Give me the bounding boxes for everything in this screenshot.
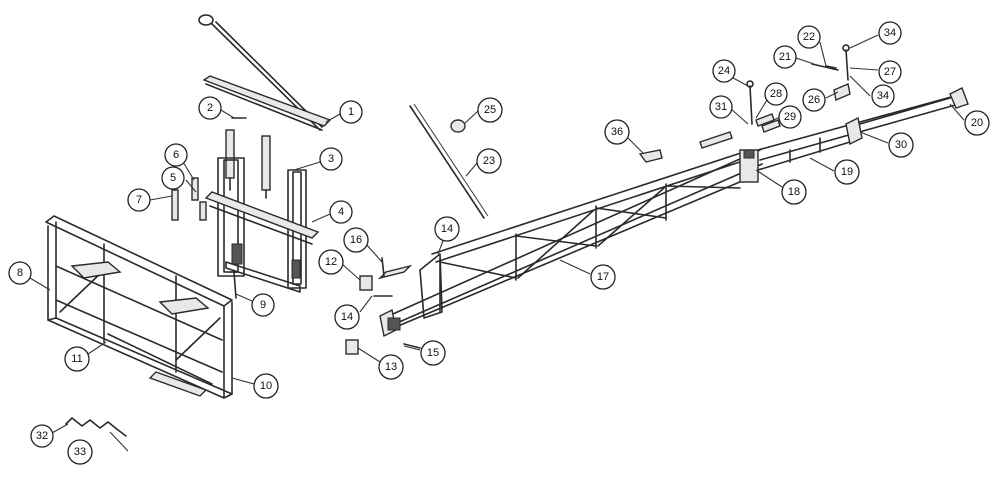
leader-lines (29, 34, 965, 452)
callout-label: 8 (17, 267, 23, 279)
callout-label: 30 (895, 139, 907, 151)
callout-label: 27 (884, 66, 896, 78)
callout-6: 6 (164, 143, 188, 167)
callout-label: 16 (350, 234, 362, 246)
callout-29: 29 (778, 105, 802, 129)
callout-label: 13 (385, 361, 397, 373)
callout-7: 7 (127, 188, 151, 212)
boom-truss (379, 149, 763, 338)
callout-33: 33 (67, 439, 93, 465)
callout-label: 12 (325, 256, 337, 268)
bottom-cylinder (148, 371, 208, 397)
callout-27: 27 (878, 60, 902, 84)
bolt-part (229, 271, 239, 299)
callout-label: 26 (808, 94, 820, 106)
cylinder-pair (225, 129, 271, 199)
callout-label: 24 (718, 65, 730, 77)
callout-label: 21 (779, 51, 791, 63)
callout-30: 30 (888, 132, 914, 158)
callout-label: 29 (784, 111, 796, 123)
callout-26: 26 (802, 88, 826, 112)
callout-label: 9 (260, 299, 266, 311)
callout-9: 9 (251, 293, 275, 317)
callout-label: 31 (715, 101, 727, 113)
callout-label: 34 (884, 27, 896, 39)
callout-label: 4 (338, 206, 344, 218)
callout-14-lower: 14 (334, 304, 360, 330)
callout-32: 32 (30, 424, 54, 448)
callout-label: 22 (803, 31, 815, 43)
callouts: 1 2 3 4 5 6 7 8 9 10 11 12 13 14 14 15 1… (8, 21, 990, 465)
callout-label: 15 (427, 347, 439, 359)
callout-8: 8 (8, 261, 32, 285)
callout-label: 23 (483, 155, 495, 167)
callout-11: 11 (64, 346, 90, 372)
callout-label: 17 (597, 271, 609, 283)
callout-23: 23 (476, 148, 502, 174)
callout-label: 33 (74, 446, 86, 458)
callout-22: 22 (797, 25, 821, 49)
callout-16: 16 (343, 227, 369, 253)
callout-label: 20 (971, 117, 983, 129)
callout-label: 1 (348, 106, 354, 118)
callout-15: 15 (420, 340, 446, 366)
carrier-frame (45, 215, 233, 399)
callout-label: 14 (441, 223, 453, 235)
callout-3: 3 (319, 147, 343, 171)
callout-label: 18 (788, 186, 800, 198)
callout-4: 4 (329, 200, 353, 224)
small-cylinders (171, 177, 207, 221)
callout-label: 10 (260, 380, 272, 392)
tool-part (65, 417, 127, 437)
callout-label: 2 (207, 102, 213, 114)
callout-17: 17 (590, 264, 616, 290)
outer-boom (757, 87, 969, 171)
callout-label: 25 (484, 104, 496, 116)
callout-12: 12 (318, 249, 344, 275)
callout-18: 18 (781, 179, 807, 205)
callout-label: 7 (136, 194, 142, 206)
boom-hinge (739, 149, 759, 183)
callout-label: 32 (36, 430, 48, 442)
callout-label: 19 (841, 166, 853, 178)
callout-5: 5 (161, 166, 185, 190)
callout-36: 36 (604, 119, 630, 145)
callout-34-lower: 34 (871, 84, 895, 108)
callout-31: 31 (709, 95, 733, 119)
callout-label: 3 (328, 153, 334, 165)
callout-10: 10 (253, 373, 279, 399)
marker-rod (409, 103, 489, 219)
callout-34-top: 34 (878, 21, 902, 45)
callout-1: 1 (339, 100, 363, 124)
spring-assembly (811, 44, 851, 101)
callout-24: 24 (712, 59, 736, 83)
callout-label: 6 (173, 149, 179, 161)
callout-28: 28 (764, 82, 788, 106)
callout-19: 19 (834, 159, 860, 185)
callout-13: 13 (378, 354, 404, 380)
callout-label: 11 (71, 353, 82, 365)
callout-label: 5 (170, 172, 176, 184)
callout-label: 34 (877, 90, 889, 102)
callout-14-upper: 14 (434, 216, 460, 242)
callout-25: 25 (477, 97, 503, 123)
callout-20: 20 (964, 110, 990, 136)
callout-label: 36 (611, 126, 623, 138)
hinge-parts (345, 257, 421, 355)
callout-label: 28 (770, 88, 782, 100)
callout-2: 2 (198, 96, 222, 120)
callout-21: 21 (773, 45, 797, 69)
guard-part (638, 149, 663, 163)
callout-label: 14 (341, 311, 353, 323)
lift-frame (204, 157, 320, 293)
